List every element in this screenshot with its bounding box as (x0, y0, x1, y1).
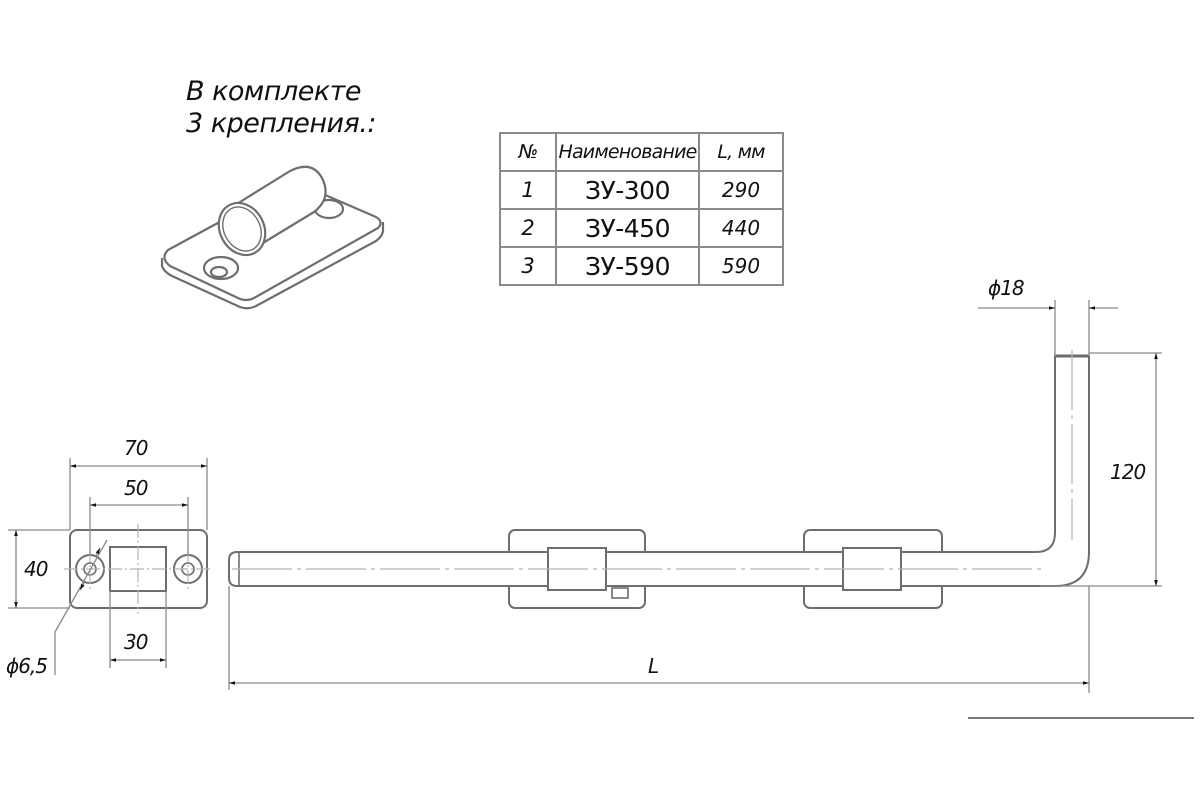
header-number: № (499, 132, 557, 172)
cell-number: 3 (499, 246, 557, 286)
cell-number: 2 (499, 208, 557, 248)
dim-hole-spacing: 50 (124, 476, 148, 500)
dim-plate-width: 70 (124, 436, 148, 460)
table-row: 1 ЗУ-300 290 (499, 170, 784, 210)
header-length: L, мм (698, 132, 784, 172)
cell-length: 290 (698, 170, 784, 210)
cell-number: 1 (499, 170, 557, 210)
cell-name: ЗУ-300 (555, 170, 700, 210)
bolt-dimensions (228, 300, 1162, 693)
table-header-row: № Наименование L, мм (499, 132, 784, 172)
cell-length: 590 (698, 246, 784, 286)
dim-plate-height: 40 (24, 557, 48, 581)
kit-caption: В комплекте 3 крепления.: (186, 76, 376, 140)
strike-plate-front-view (64, 524, 212, 614)
cell-name: ЗУ-450 (555, 208, 700, 248)
dim-bolt-length: L (648, 654, 659, 678)
table-row: 3 ЗУ-590 590 (499, 246, 784, 286)
bolt-side-view (228, 350, 1090, 609)
strike-plate-dimensions (8, 458, 208, 675)
dim-hole-diameter: ϕ6,5 (6, 654, 48, 678)
caption-line-2: 3 крепления.: (186, 108, 376, 139)
table-row: 2 ЗУ-450 440 (499, 208, 784, 248)
cell-length: 440 (698, 208, 784, 248)
cell-name: ЗУ-590 (555, 246, 700, 286)
model-spec-table: № Наименование L, мм 1 ЗУ-300 290 2 ЗУ-4… (499, 132, 784, 286)
dim-slot-width: 30 (124, 630, 148, 654)
caption-line-1: В комплекте (186, 76, 361, 107)
dim-hook-height: 120 (1110, 460, 1146, 484)
bracket-isometric-illustration (160, 165, 385, 310)
dim-rod-diameter: ϕ18 (988, 276, 1025, 300)
header-name: Наименование (555, 132, 700, 172)
